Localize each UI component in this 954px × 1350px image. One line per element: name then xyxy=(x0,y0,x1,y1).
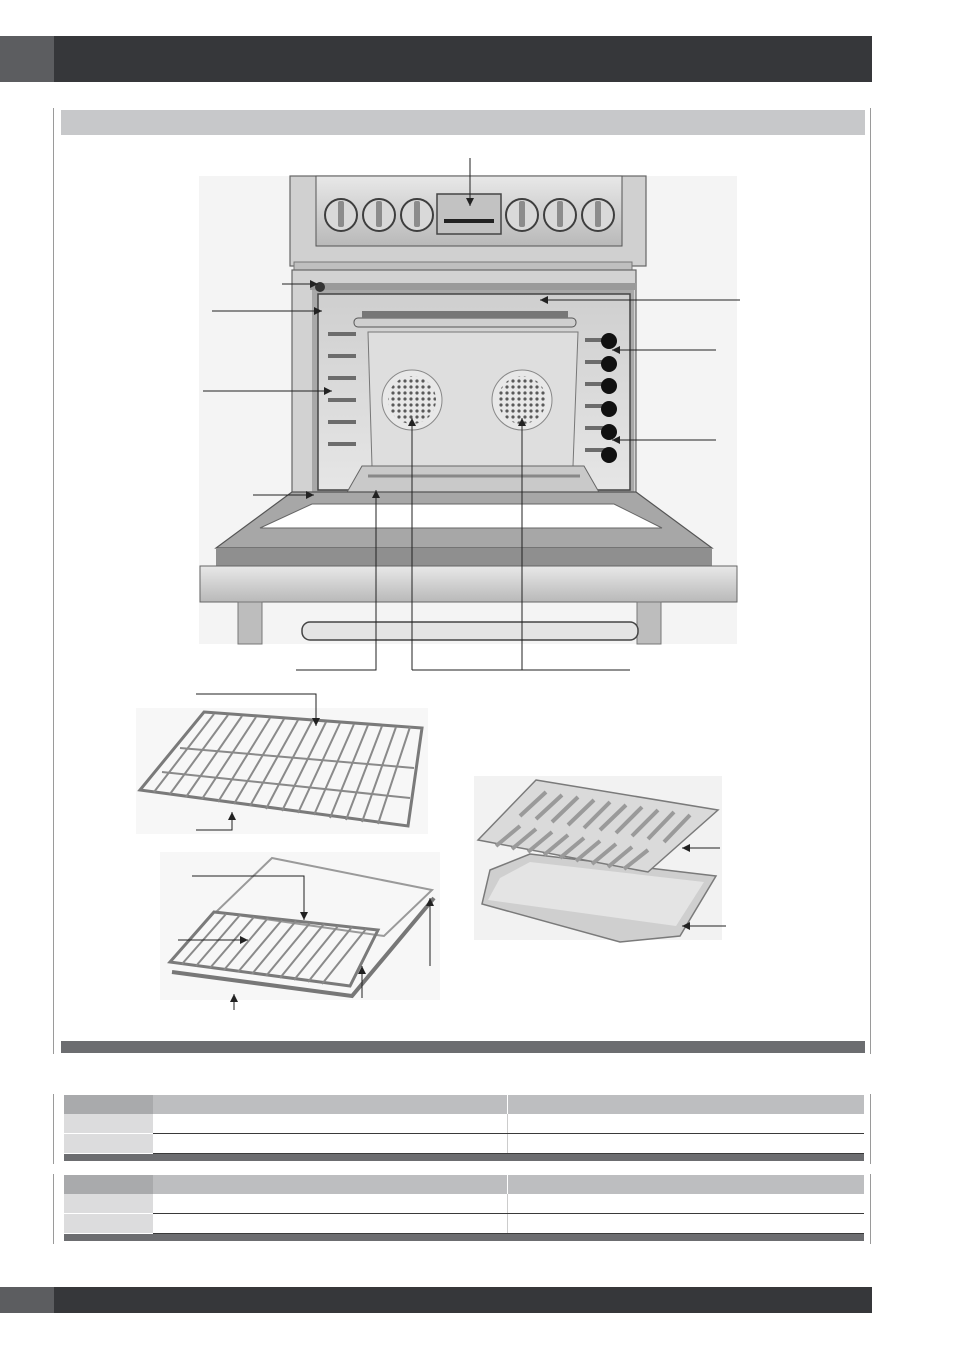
table-header-cell xyxy=(507,1175,864,1194)
table-header-cell xyxy=(507,1095,864,1114)
header-bar xyxy=(54,36,872,82)
table-cell xyxy=(64,1133,153,1154)
flat-rack xyxy=(136,708,428,834)
table-row xyxy=(64,1194,864,1214)
grill-insert xyxy=(476,779,720,873)
table-cell xyxy=(507,1213,864,1234)
section-frame xyxy=(53,108,871,1054)
table-cell xyxy=(64,1114,153,1134)
left-rack-guides xyxy=(328,332,356,446)
table-footer-bar xyxy=(64,1233,864,1241)
leader-lines xyxy=(203,158,740,671)
table-cell xyxy=(64,1194,153,1214)
header-tab xyxy=(0,36,54,82)
section-footer-bar xyxy=(61,1041,865,1053)
table-frame-1 xyxy=(53,1094,871,1164)
table-row xyxy=(64,1114,864,1134)
table-frame-2 xyxy=(53,1174,871,1244)
table-header-row xyxy=(64,1095,864,1114)
table-cell xyxy=(152,1213,509,1234)
control-panel xyxy=(289,175,647,271)
table-cell xyxy=(152,1133,509,1154)
table-cell xyxy=(507,1114,864,1134)
door-handle xyxy=(301,621,639,641)
telescopic-rack xyxy=(160,852,440,1000)
footer-bar xyxy=(54,1287,872,1313)
table-header-cell xyxy=(64,1175,153,1194)
spec-table-2 xyxy=(64,1175,864,1241)
table-cell xyxy=(152,1194,509,1214)
table-header-cell xyxy=(152,1095,509,1114)
broil-pan xyxy=(474,776,722,943)
table-cell xyxy=(507,1194,864,1214)
table-cell xyxy=(507,1133,864,1154)
table-header-cell xyxy=(152,1175,509,1194)
oven-door xyxy=(199,491,738,645)
footer-tab xyxy=(0,1287,54,1313)
table-row xyxy=(64,1213,864,1234)
rack-position-markers xyxy=(601,333,617,463)
table-header-cell xyxy=(64,1095,153,1114)
oven-body xyxy=(291,269,637,501)
table-cell xyxy=(64,1213,153,1234)
table-footer-bar xyxy=(64,1153,864,1161)
table-header-row xyxy=(64,1175,864,1194)
section-header-bar xyxy=(61,110,865,135)
table-cell xyxy=(152,1114,509,1134)
table-row xyxy=(64,1133,864,1154)
spec-table-1 xyxy=(64,1095,864,1161)
